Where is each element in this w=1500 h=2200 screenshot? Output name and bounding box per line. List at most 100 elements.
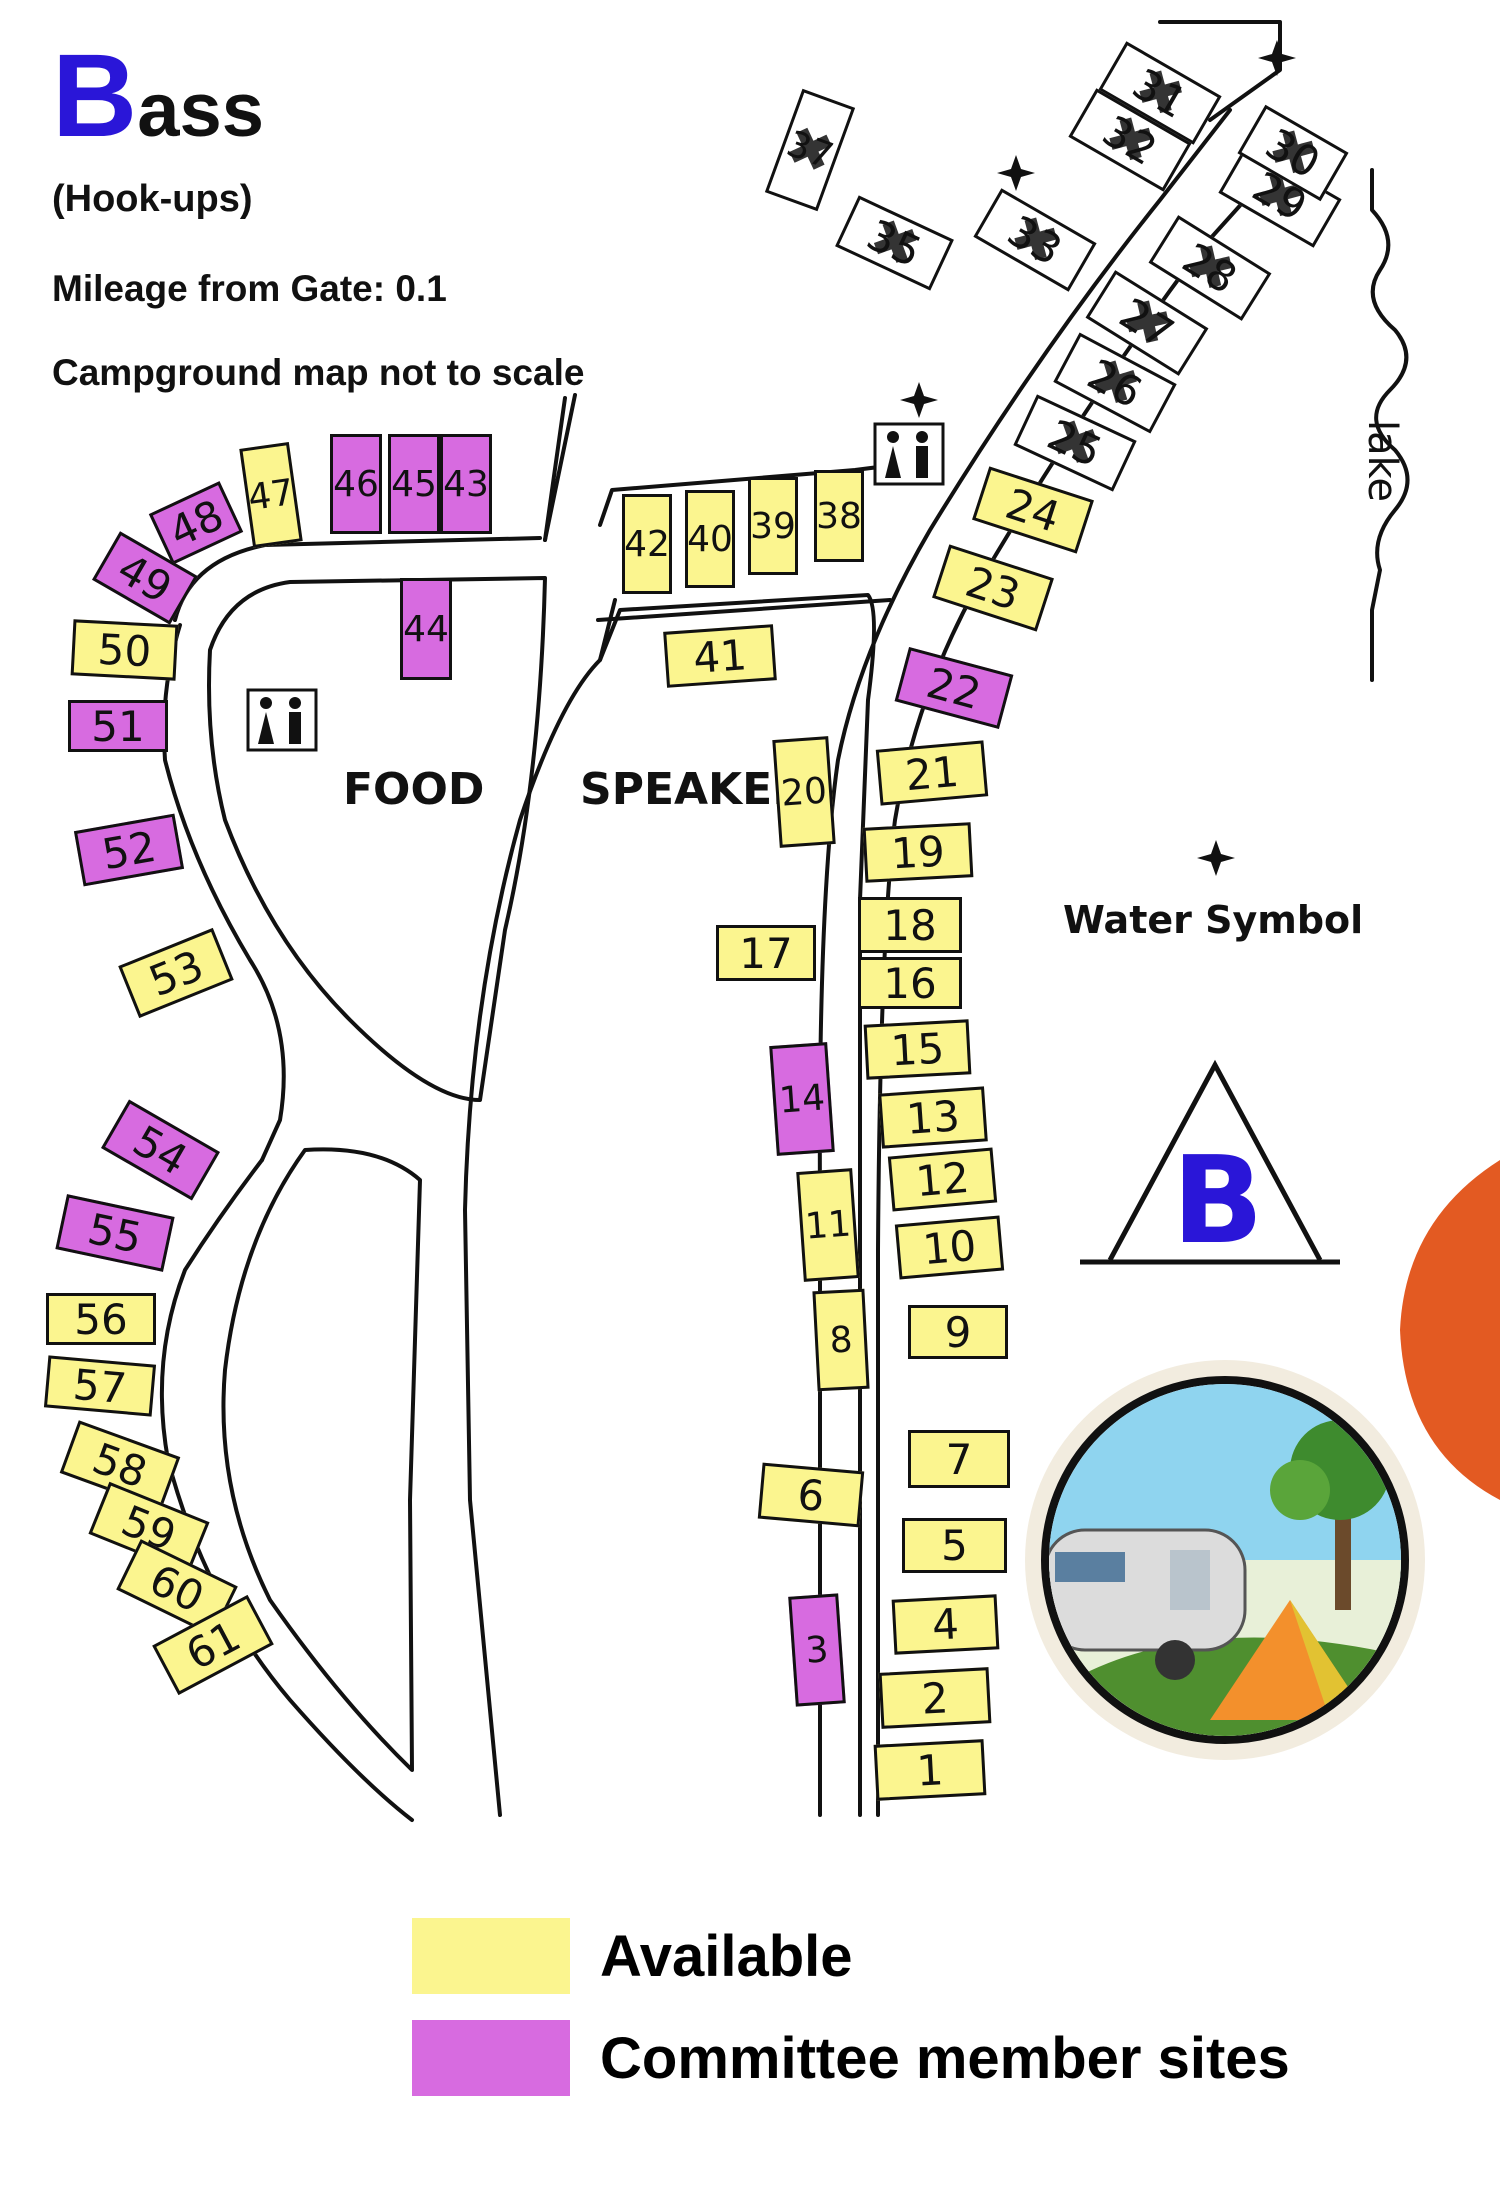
legend-committee: Committee member sites bbox=[412, 2020, 1290, 2096]
campsite-57[interactable]: 57 bbox=[43, 1355, 157, 1417]
road-edge bbox=[596, 598, 892, 622]
campsite-number: 23 bbox=[960, 556, 1026, 620]
campsite-45[interactable]: 45 bbox=[388, 434, 440, 534]
scale-note: Campground map not to scale bbox=[52, 352, 585, 393]
campsite-38[interactable]: 38 bbox=[814, 470, 864, 562]
title-initial: B bbox=[52, 30, 138, 162]
road-edge bbox=[463, 598, 617, 1817]
campsite-number: 46 bbox=[333, 463, 379, 505]
campsite-number: 6 bbox=[795, 1469, 827, 1521]
campsite-number: 44 bbox=[403, 608, 449, 650]
campsite-number: 55 bbox=[83, 1203, 147, 1263]
campsite-15[interactable]: 15 bbox=[863, 1019, 972, 1080]
legend-label: Committee member sites bbox=[600, 2025, 1290, 2091]
campsite-2[interactable]: 2 bbox=[878, 1667, 992, 1729]
road-edge bbox=[543, 396, 567, 542]
campsite-16[interactable]: 16 bbox=[858, 957, 962, 1009]
campsite-number: 52 bbox=[98, 821, 160, 879]
campsite-3[interactable]: 3 bbox=[788, 1593, 846, 1707]
campsite-39[interactable]: 39 bbox=[748, 477, 798, 575]
campsite-42[interactable]: 42 bbox=[622, 494, 672, 594]
road-edge bbox=[221, 1147, 422, 1772]
campsite-number: 12 bbox=[913, 1152, 972, 1207]
campsite-number: 56 bbox=[74, 1294, 128, 1344]
campsite-number: 11 bbox=[803, 1202, 853, 1248]
campsite-40[interactable]: 40 bbox=[685, 490, 735, 588]
campsite-number: 9 bbox=[944, 1307, 972, 1357]
campsite-number: 1 bbox=[915, 1744, 945, 1796]
committee-swatch bbox=[412, 2020, 570, 2096]
campsite-51[interactable]: 51 bbox=[68, 700, 168, 752]
campsite-number: 17 bbox=[739, 928, 793, 978]
campsite-46[interactable]: 46 bbox=[330, 434, 382, 534]
water-symbol-label: Water Symbol bbox=[1063, 898, 1364, 942]
map-title: Bass bbox=[52, 28, 264, 164]
campsite-1[interactable]: 1 bbox=[873, 1739, 987, 1801]
campsite-14[interactable]: 14 bbox=[769, 1042, 835, 1156]
main-road bbox=[817, 108, 1232, 1817]
orange-decoration bbox=[1400, 1160, 1500, 1500]
campsite-43[interactable]: 43 bbox=[440, 434, 492, 534]
campsite-11[interactable]: 11 bbox=[796, 1168, 860, 1282]
camping-badge-icon bbox=[1025, 1360, 1425, 1760]
campsite-number: 18 bbox=[883, 900, 937, 950]
campsite-number: 16 bbox=[883, 958, 937, 1008]
loop-b-sign bbox=[1080, 1059, 1340, 1265]
campsite-number: 19 bbox=[890, 826, 946, 879]
campsite-number: 51 bbox=[91, 701, 145, 751]
campsite-21[interactable]: 21 bbox=[875, 740, 989, 806]
campsite-number: 15 bbox=[889, 1023, 946, 1076]
water-symbol-icon bbox=[1197, 840, 1235, 876]
campsite-number: 24 bbox=[1000, 478, 1066, 542]
lake-label: lake bbox=[1359, 420, 1405, 502]
campsite-number: 8 bbox=[828, 1318, 854, 1362]
campsite-number: 14 bbox=[777, 1076, 827, 1122]
restroom-icon bbox=[873, 422, 945, 486]
campsite-number: 38 bbox=[816, 495, 862, 537]
campsite-19[interactable]: 19 bbox=[862, 822, 974, 883]
campsite-number: 40 bbox=[687, 518, 733, 560]
campsite-number: 45 bbox=[391, 463, 437, 505]
road-edge bbox=[1158, 20, 1282, 122]
campsite-7[interactable]: 7 bbox=[908, 1430, 1010, 1488]
campsite-number: 47 bbox=[245, 471, 297, 519]
lake-shoreline bbox=[1370, 168, 1410, 682]
campsite-number: 7 bbox=[945, 1434, 973, 1484]
campsite-number: 3 bbox=[804, 1628, 830, 1672]
campsite-18[interactable]: 18 bbox=[858, 897, 962, 953]
water-symbol-icon bbox=[1258, 40, 1296, 76]
available-swatch bbox=[412, 1918, 570, 1994]
campsite-number: 5 bbox=[941, 1521, 968, 1570]
campsite-number: 39 bbox=[750, 505, 796, 547]
campsite-17[interactable]: 17 bbox=[716, 925, 816, 981]
campsite-number: 22 bbox=[921, 657, 987, 719]
campsite-44[interactable]: 44 bbox=[400, 578, 452, 680]
road-edge bbox=[207, 576, 547, 1102]
campsite-6[interactable]: 6 bbox=[757, 1462, 865, 1528]
campsite-5[interactable]: 5 bbox=[902, 1518, 1007, 1573]
campsite-50[interactable]: 50 bbox=[70, 619, 179, 681]
campsite-number: 21 bbox=[903, 746, 961, 800]
campsite-56[interactable]: 56 bbox=[46, 1293, 156, 1345]
campsite-number: 20 bbox=[779, 769, 829, 815]
water-symbol-icon bbox=[997, 155, 1035, 191]
campsite-number: 2 bbox=[920, 1672, 950, 1724]
campsite-13[interactable]: 13 bbox=[878, 1086, 988, 1149]
campsite-9[interactable]: 9 bbox=[908, 1305, 1008, 1359]
campsite-8[interactable]: 8 bbox=[812, 1288, 870, 1392]
campsite-4[interactable]: 4 bbox=[891, 1594, 1000, 1655]
title-rest: ass bbox=[137, 68, 265, 153]
water-symbol-icon bbox=[900, 382, 938, 418]
campsite-number: 50 bbox=[96, 624, 153, 676]
campsite-41[interactable]: 41 bbox=[663, 624, 777, 688]
food-label: FOOD bbox=[343, 764, 485, 815]
legend-available: Available bbox=[412, 1918, 853, 1994]
campsite-10[interactable]: 10 bbox=[894, 1215, 1005, 1280]
campsite-number: 43 bbox=[443, 463, 489, 505]
campsite-12[interactable]: 12 bbox=[887, 1147, 998, 1212]
campsite-20[interactable]: 20 bbox=[772, 736, 836, 848]
road-edge bbox=[159, 1158, 414, 1822]
campsite-number: 41 bbox=[691, 629, 749, 683]
restroom-icon bbox=[246, 688, 318, 752]
subtitle: (Hook-ups) bbox=[52, 178, 253, 220]
